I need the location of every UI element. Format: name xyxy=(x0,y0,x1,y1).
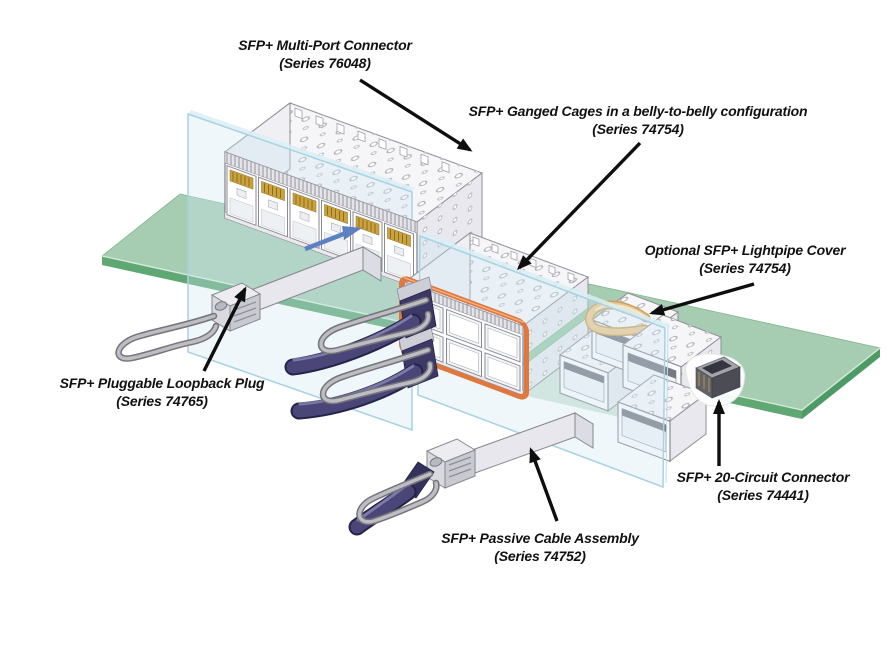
label-series: (Series 74752) xyxy=(494,547,586,564)
passive-cable-assembly xyxy=(348,412,595,536)
label-name: SFP+ 20-Circuit Connector xyxy=(676,469,850,485)
label-series: (Series 74754) xyxy=(699,259,791,276)
emi-ridges xyxy=(448,456,472,478)
arrow-ganged-cages xyxy=(516,141,642,271)
multi-port-cage-front xyxy=(224,151,418,289)
label-name: Optional SFP+ Lightpipe Cover xyxy=(644,242,846,258)
label-name: SFP+ Passive Cable Assembly xyxy=(441,530,639,546)
label-series: (Series 76048) xyxy=(279,54,371,71)
sfp-cage-lower-right xyxy=(616,374,708,463)
label-series: (Series 74765) xyxy=(116,392,208,409)
label-series: (Series 74441) xyxy=(717,486,809,503)
emi-ridges xyxy=(233,301,257,323)
label-circuit20-connector: SFP+ 20-Circuit Connector (Series 74441) xyxy=(677,469,850,504)
label-name: SFP+ Pluggable Loopback Plug xyxy=(59,375,265,391)
arrow-lightpipe xyxy=(649,282,755,316)
sfp-ports xyxy=(226,165,414,284)
label-passive-cable: SFP+ Passive Cable Assembly (Series 7475… xyxy=(441,530,639,565)
arrow-passive-cable xyxy=(529,447,559,522)
cable-upper xyxy=(284,276,437,376)
label-multi-port-connector: SFP+ Multi-Port Connector (Series 76048) xyxy=(238,37,412,72)
label-loopback-plug: SFP+ Pluggable Loopback Plug (Series 747… xyxy=(60,375,265,410)
label-series: (Series 74754) xyxy=(592,120,684,137)
arrow-multi-port xyxy=(359,78,473,152)
arrow-loopback xyxy=(202,286,247,372)
callout-arrows xyxy=(202,78,755,522)
label-name: SFP+ Ganged Cages in a belly-to-belly co… xyxy=(468,103,808,119)
insertion-arrow xyxy=(304,226,362,252)
label-name: SFP+ Multi-Port Connector xyxy=(238,37,412,53)
cable-lower xyxy=(290,326,439,420)
circuit20-connector xyxy=(685,353,746,407)
cage-rear-tabs xyxy=(294,107,450,174)
label-lightpipe-cover: Optional SFP+ Lightpipe Cover (Series 74… xyxy=(645,242,846,277)
label-ganged-cages: SFP+ Ganged Cages in a belly-to-belly co… xyxy=(469,103,808,138)
ganged-cage-body xyxy=(403,231,590,397)
